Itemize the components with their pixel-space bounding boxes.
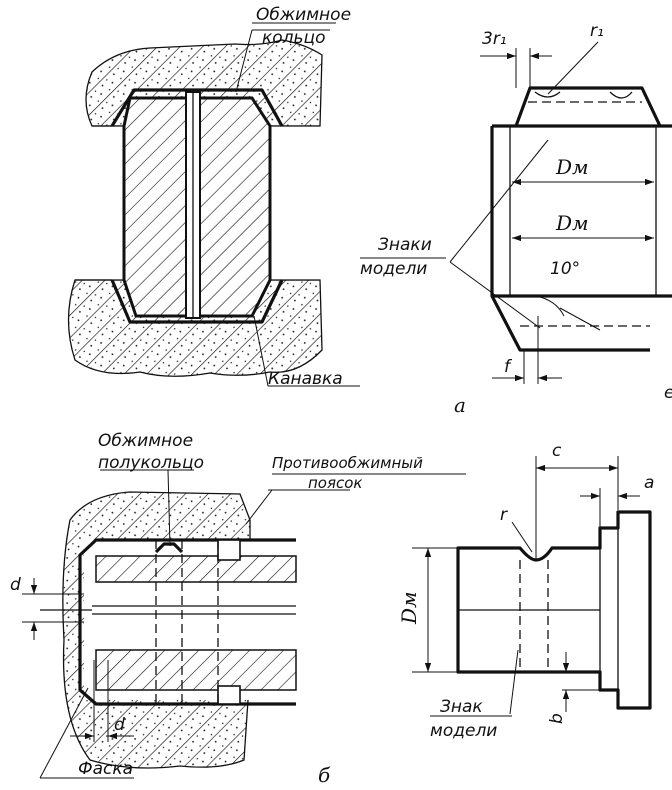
anti-crimp-band	[217, 539, 241, 561]
label-3r1: 3r₁	[482, 29, 507, 49]
label-d-bottom: d	[114, 715, 125, 735]
label-b: b	[547, 713, 567, 724]
label-angle-10: 10°	[550, 259, 580, 279]
core-b-top	[95, 555, 297, 583]
label-a: a	[644, 473, 654, 493]
label-dm-a-bottom: Dм	[555, 211, 589, 235]
label-d-top: d	[10, 575, 21, 595]
fig-b-mold-section	[22, 469, 350, 779]
label-dm-a-top: Dм	[555, 155, 589, 179]
label-half-ring-1: Обжимное	[98, 431, 193, 451]
label-chamfer: Фаска	[78, 759, 133, 779]
core-outline	[110, 88, 284, 324]
label-c: c	[552, 441, 562, 461]
label-dm-b: Dм	[397, 591, 421, 625]
label-ring-1: Обжимное	[256, 5, 351, 25]
label-mark-2: модели	[430, 721, 497, 741]
fig-b-model	[412, 456, 652, 715]
label-r: r	[500, 505, 508, 525]
fig-a-mold-section	[67, 29, 360, 387]
fig-a-model	[449, 41, 672, 384]
label-mark-1: Знак	[440, 697, 483, 717]
label-f: f	[504, 357, 513, 377]
label-ring-2: кольцо	[262, 28, 326, 48]
label-marks-1: Знаки	[378, 235, 432, 255]
label-anti-1: Противообжимный	[272, 454, 423, 472]
label-e: e	[664, 383, 672, 403]
caption-b: б	[318, 763, 331, 787]
model-b-outline	[456, 510, 652, 710]
caption-a: а	[454, 393, 466, 417]
label-r1: r₁	[590, 21, 604, 41]
label-anti-2: поясок	[308, 474, 363, 492]
label-marks-2: модели	[360, 259, 427, 279]
label-half-ring-2: полукольцо	[98, 453, 204, 473]
model-top-sign	[514, 86, 662, 127]
core-b-bottom	[95, 649, 297, 691]
label-groove: Канавка	[268, 369, 343, 389]
model-bottom-sign	[490, 295, 650, 352]
